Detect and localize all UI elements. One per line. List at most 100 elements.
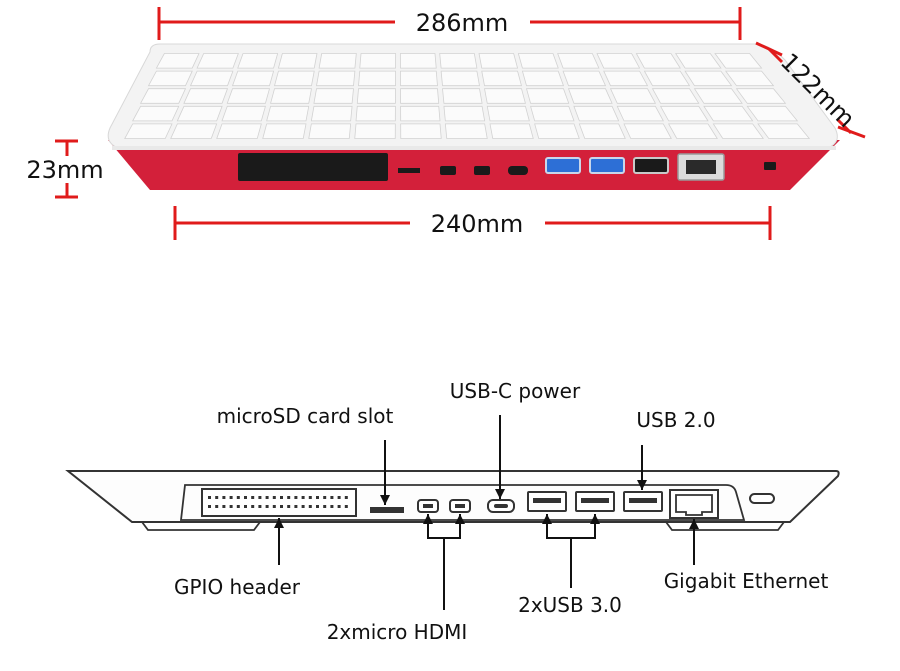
gpio-pin: [337, 505, 341, 508]
usbc-port-drawing: [487, 499, 515, 513]
usb2-port-photo: [633, 157, 669, 174]
keyboard-key: [359, 53, 397, 69]
gpio-pin: [287, 496, 291, 499]
gpio-pin: [208, 505, 211, 508]
gpio-pin: [265, 496, 269, 499]
keyboard-key: [273, 70, 315, 87]
keyboard-key: [318, 53, 357, 69]
keyboard-key: [226, 88, 271, 104]
label-microsd: microSD card slot: [217, 404, 394, 428]
usb3-port-2-drawing: [575, 491, 615, 512]
gpio-pin: [344, 505, 348, 508]
keyboard-key: [196, 53, 239, 69]
gpio-pin: [258, 505, 262, 508]
keyboard-key: [668, 123, 718, 139]
keyboard-key: [578, 123, 626, 139]
dimension-240mm: [173, 206, 772, 240]
keyboard-key: [358, 70, 396, 87]
label-usb3: 2xUSB 3.0: [518, 593, 622, 617]
keyboard-key: [651, 88, 700, 104]
keyboard-key: [703, 105, 754, 122]
keyboard-key: [308, 123, 352, 139]
gpio-pin: [316, 496, 319, 499]
keyboard-key: [573, 105, 620, 122]
gpio-pin: [272, 496, 276, 499]
keyboard-key: [481, 70, 523, 87]
gpio-pins: [208, 496, 348, 508]
keyboard-key: [534, 123, 580, 139]
keyboard-key: [139, 88, 187, 104]
gpio-pin: [229, 505, 233, 508]
gpio-pin: [344, 496, 348, 499]
gpio-pin: [251, 496, 255, 499]
gpio-pin: [323, 496, 327, 499]
gpio-pin: [330, 496, 334, 499]
keyboard-key: [714, 53, 763, 69]
keyboard-key: [557, 53, 600, 69]
keyboard-key: [221, 105, 266, 122]
microsd-slot-drawing: [370, 507, 404, 513]
keyboard-key: [525, 88, 570, 104]
keyboard-key: [659, 105, 709, 122]
keyboard-key: [399, 53, 437, 69]
gpio-pin: [258, 496, 262, 499]
gpio-pin: [301, 505, 305, 508]
gpio-pin: [272, 505, 276, 508]
gpio-pin: [236, 505, 240, 508]
microsd-slot-photo: [398, 168, 420, 173]
keyboard-key: [603, 70, 649, 87]
keyboard-key: [170, 123, 218, 139]
gpio-pin: [215, 505, 219, 508]
keyboard-key: [567, 88, 613, 104]
hdmi-port-2-drawing: [449, 499, 471, 513]
gpio-pin: [316, 505, 319, 508]
label-ethernet: Gigabit Ethernet: [664, 569, 829, 593]
keyboard-key: [693, 88, 743, 104]
label-hdmi: 2xmicro HDMI: [327, 620, 468, 644]
gpio-pin: [222, 505, 226, 508]
keyboard-key: [183, 88, 229, 104]
keyboard-key: [440, 70, 480, 87]
gpio-pin: [337, 496, 341, 499]
gpio-pin: [330, 505, 334, 508]
dimension-286mm: [157, 7, 742, 40]
foot-left: [141, 521, 261, 531]
keyboard-key: [486, 105, 530, 122]
keyboard-key: [712, 123, 765, 139]
keyboard-key: [155, 53, 200, 69]
keyboard-key: [521, 70, 565, 87]
keyboard-key: [262, 123, 307, 139]
keyboard-illustration: [107, 43, 840, 190]
keyboard-key: [354, 123, 396, 139]
keyboard-key: [623, 123, 672, 139]
callout-arrowheads: [274, 480, 699, 529]
keyboard-key: [484, 88, 526, 104]
keyboard-key: [443, 105, 486, 122]
gpio-pin: [294, 505, 298, 508]
gpio-pin: [323, 505, 327, 508]
keyboard-key: [124, 123, 173, 139]
callout-lines: [278, 415, 695, 610]
keyboard-key: [176, 105, 223, 122]
keyboard-key: [724, 70, 775, 87]
gpio-pin: [308, 505, 312, 508]
gpio-pin: [308, 496, 312, 499]
keyboard-key: [735, 88, 787, 104]
keyboard-key: [147, 70, 193, 87]
keyboard-key: [674, 53, 722, 69]
keyboard-key: [400, 88, 440, 104]
keyboard-key: [489, 123, 534, 139]
hdmi-port-1-photo: [440, 166, 456, 175]
keyboard-key: [316, 70, 356, 87]
gpio-pin: [287, 505, 291, 508]
usbc-port-photo: [508, 166, 528, 175]
case-lip: [112, 146, 836, 150]
keyboard-key: [313, 88, 354, 104]
dimension-height-label: 23mm: [26, 156, 103, 184]
keyboard-key: [757, 123, 811, 139]
keyboard-key: [478, 53, 519, 69]
gpio-pin: [301, 496, 305, 499]
keyboard-key: [216, 123, 262, 139]
gpio-pin: [244, 505, 247, 508]
